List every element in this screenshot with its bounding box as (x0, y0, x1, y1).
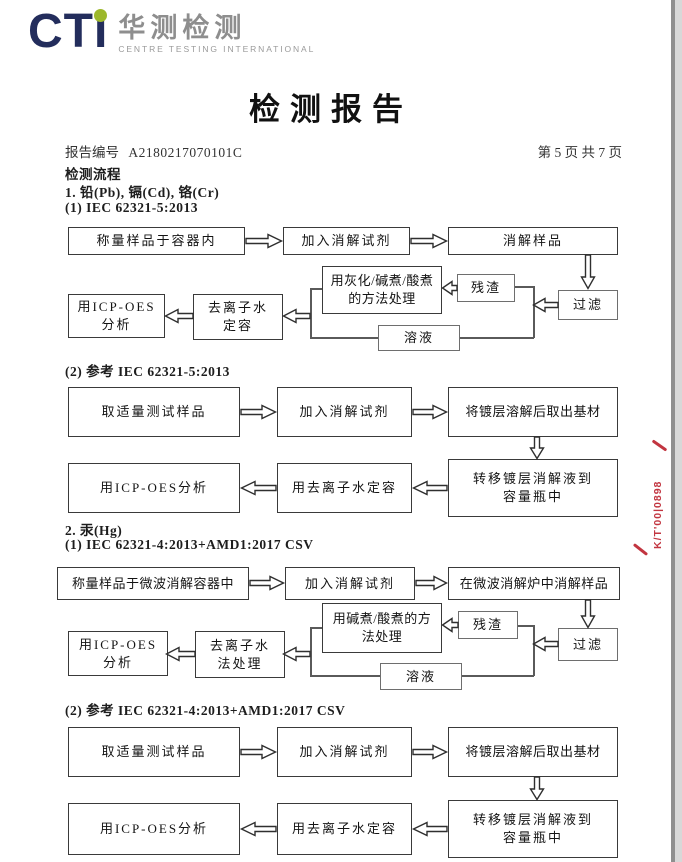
arrow-right-icon (245, 233, 284, 249)
heading-section2-method1: (1) IEC 62321-4:2013+AMD1:2017 CSV (65, 537, 314, 552)
flow3-box-boil-treatment: 用碱煮/酸煮的方 法处理 (322, 603, 442, 653)
flow4-box-transfer: 转移镀层消解液到 容量瓶中 (448, 800, 618, 858)
flow1-box-digest: 消解样品 (448, 227, 618, 255)
arrow-left-icon (281, 646, 311, 662)
connector-line (462, 675, 534, 677)
arrow-left-icon (532, 636, 559, 652)
arrow-down-icon (529, 436, 545, 460)
connector-line (460, 337, 534, 339)
connector-line (310, 627, 312, 677)
flow1-box-solution: 溶液 (378, 325, 460, 351)
connector-line (310, 675, 382, 677)
heading-test-flow: 检测流程 (65, 167, 121, 182)
flow2-box-dissolve-coating: 将镀层溶解后取出基材 (448, 387, 618, 437)
flow3-box-residue: 残渣 (458, 611, 518, 639)
page-title: 检测报告 (249, 92, 413, 127)
arrow-right-icon (410, 233, 449, 249)
arrow-left-icon (411, 821, 448, 837)
arrow-right-icon (240, 744, 278, 760)
flow4-box-dilute: 用去离子水定容 (277, 803, 412, 855)
flow2-box-dilute: 用去离子水定容 (277, 463, 412, 513)
flow2-box-icp-analysis: 用ICP-OES分析 (68, 463, 240, 513)
flow1-box-filter: 过滤 (558, 290, 618, 320)
arrow-left-icon (281, 308, 311, 324)
flowchart-3: 称量样品于微波消解容器中 加入消解试剂 在微波消解炉中消解样品 过滤 残渣 用碱… (0, 563, 682, 698)
flow3-box-filter: 过滤 (558, 628, 618, 661)
arrow-right-icon (412, 744, 449, 760)
heading-section1-method1: (1) IEC 62321-5:2013 (65, 200, 198, 215)
cti-logo: CTI 华测检测 CENTRE TESTING INTERNATIONAL (28, 8, 315, 56)
connector-line (310, 627, 323, 629)
cti-logo-green-dot-icon (94, 9, 108, 22)
connector-line (533, 625, 535, 676)
connector-line (518, 625, 534, 627)
connector-line (310, 288, 312, 338)
flow1-box-add-reagent: 加入消解试剂 (283, 227, 410, 255)
scan-edge-fill (675, 0, 682, 862)
red-stamp-fragment: K/T'00|0898 (632, 436, 668, 566)
arrow-left-icon (164, 646, 196, 662)
cti-logo-text: CTI (28, 5, 109, 58)
flow1-box-weigh: 称量样品于容器内 (68, 227, 245, 255)
stamp-text: K/T'00|0898 (652, 480, 664, 549)
arrow-left-icon (532, 297, 559, 313)
stamp-stroke (651, 439, 668, 452)
flow2-box-transfer: 转移镀层消解液到 容量瓶中 (448, 459, 618, 517)
flowchart-1: 称量样品于容器内 加入消解试剂 消解样品 过滤 残渣 用灰化/碱煮/酸煮 的方法… (0, 222, 682, 362)
cti-logo-english-name: CENTRE TESTING INTERNATIONAL (118, 44, 316, 54)
flow3-box-microwave-digest: 在微波消解炉中消解样品 (448, 567, 620, 600)
flow4-box-add-reagent: 加入消解试剂 (277, 727, 412, 777)
arrow-left-icon (411, 480, 448, 496)
flow3-box-icp-analysis: 用ICP-OES 分析 (68, 631, 168, 676)
arrow-down-icon (529, 776, 545, 801)
report-meta-row: 报告编号 A2180217070101C 第 5 页 共 7 页 (65, 141, 622, 161)
page-indicator: 第 5 页 共 7 页 (537, 145, 622, 160)
flow3-box-weigh: 称量样品于微波消解容器中 (57, 567, 249, 600)
arrow-left-icon (441, 617, 459, 633)
arrow-left-icon (239, 821, 277, 837)
stamp-stroke (632, 543, 649, 556)
connector-line (310, 337, 380, 339)
heading-section2: 2. 汞(Hg) (65, 523, 123, 538)
flow3-box-solution: 溶液 (380, 663, 462, 690)
connector-line (515, 286, 534, 288)
cti-logo-names: 华测检测 CENTRE TESTING INTERNATIONAL (118, 8, 315, 54)
cti-logo-chinese-name: 华测检测 (118, 13, 247, 43)
arrow-down-icon (580, 599, 596, 629)
arrow-down-icon (580, 254, 596, 290)
heading-section1: 1. 铅(Pb), 镉(Cd), 铬(Cr) (65, 185, 220, 200)
arrow-right-icon (412, 404, 449, 420)
report-number: 报告编号 A2180217070101C (65, 141, 248, 161)
scan-edge-line (671, 0, 675, 862)
flow2-box-take-sample: 取适量测试样品 (68, 387, 240, 437)
heading-section1-method2: (2) 参考 IEC 62321-5:2013 (65, 364, 230, 379)
connector-line (310, 288, 323, 290)
report-number-label: 报告编号 (65, 145, 119, 160)
arrow-left-icon (163, 308, 194, 324)
arrow-left-icon (239, 480, 277, 496)
heading-section2-method2: (2) 参考 IEC 62321-4:2013+AMD1:2017 CSV (65, 703, 346, 718)
flow3-box-dilute: 去离子水 法处理 (195, 631, 285, 678)
report-number-value: A2180217070101C (128, 145, 243, 160)
flow4-box-icp-analysis: 用ICP-OES分析 (68, 803, 240, 855)
flow2-box-add-reagent: 加入消解试剂 (277, 387, 412, 437)
arrow-right-icon (240, 404, 278, 420)
arrow-left-icon (441, 280, 458, 296)
connector-line (533, 286, 535, 338)
flow4-box-dissolve-coating: 将镀层溶解后取出基材 (448, 727, 618, 777)
flow1-box-dilute: 去离子水 定容 (193, 294, 283, 340)
flow3-box-add-reagent: 加入消解试剂 (285, 567, 415, 600)
arrow-right-icon (415, 575, 449, 591)
flow1-box-icp-analysis: 用ICP-OES 分析 (68, 294, 165, 338)
flowchart-4: 取适量测试样品 加入消解试剂 将镀层溶解后取出基材 转移镀层消解液到 容量瓶中 … (0, 725, 682, 860)
flow4-box-take-sample: 取适量测试样品 (68, 727, 240, 777)
arrow-right-icon (249, 575, 286, 591)
cti-logo-mark: CTI (28, 8, 108, 56)
flow1-box-ash-treatment: 用灰化/碱煮/酸煮 的方法处理 (322, 266, 442, 314)
flowchart-2: 取适量测试样品 加入消解试剂 将镀层溶解后取出基材 转移镀层消解液到 容量瓶中 … (0, 385, 682, 520)
flow1-box-residue: 残渣 (457, 274, 515, 302)
